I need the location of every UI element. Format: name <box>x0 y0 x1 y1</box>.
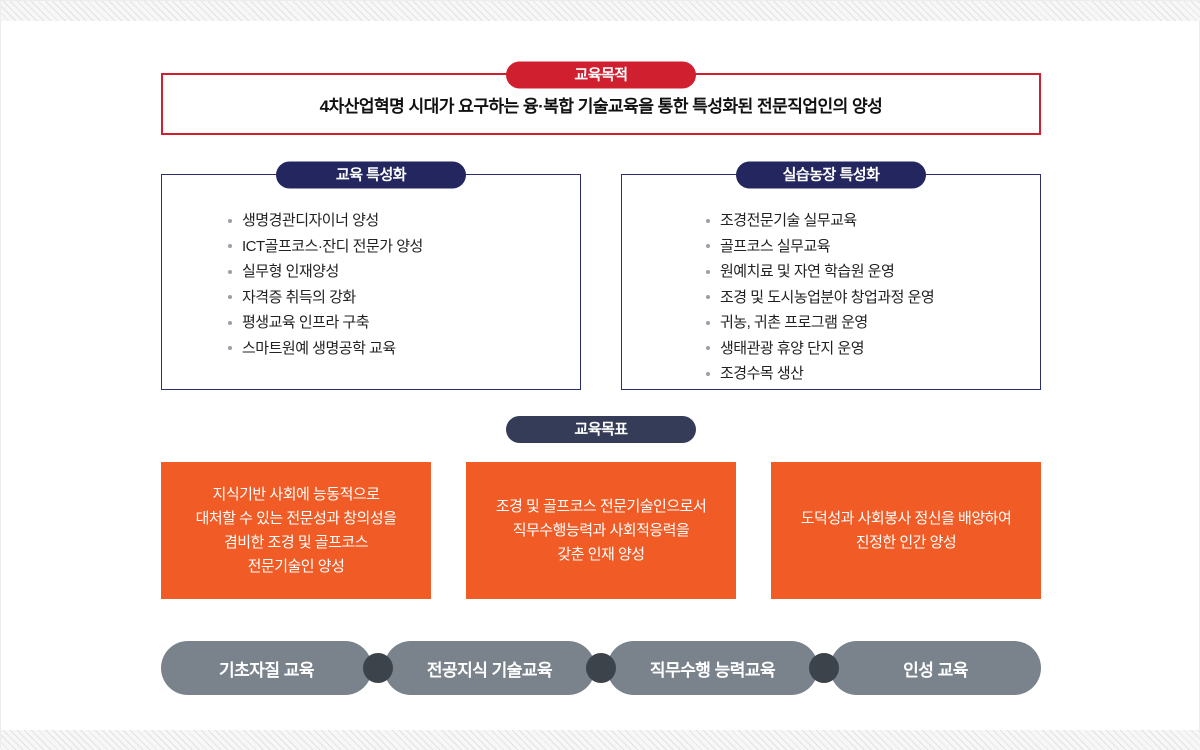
list-item: 조경 및 도시농업분야 창업과정 운영 <box>706 285 1040 311</box>
education-track-row: 기초자질 교육 전공지식 기술교육 직무수행 능력교육 인성 교육 <box>161 641 1041 695</box>
list-item: 자격증 취득의 강화 <box>228 285 580 311</box>
education-goal-badge-row: 교육목표 <box>161 416 1041 443</box>
education-purpose-box: 교육목적 4차산업혁명 시대가 요구하는 융·복합 기술교육을 통한 특성화된 … <box>161 61 1041 135</box>
list-item-label: 생명경관디자이너 양성 <box>242 212 379 229</box>
bullet-dot-icon <box>706 269 710 274</box>
list-item: 평생교육 인프라 구축 <box>228 310 580 336</box>
list-item-label: 조경전문기술 실무교육 <box>720 212 857 229</box>
bullet-dot-icon <box>228 269 232 274</box>
education-purpose-badge: 교육목적 <box>506 61 696 89</box>
bottom-hatch-border <box>1 730 1200 750</box>
bullet-dot-icon <box>706 346 710 351</box>
goal-card-1: 지식기반 사회에 능동적으로 대처할 수 있는 전문성과 창의성을 겸비한 조경… <box>161 462 431 599</box>
list-item-label: 조경수목 생산 <box>720 365 804 382</box>
education-purpose-title: 4차산업혁명 시대가 요구하는 융·복합 기술교육을 통한 특성화된 전문직업인… <box>319 96 883 116</box>
bullet-dot-icon <box>706 320 710 325</box>
bullet-dot-icon <box>706 295 710 300</box>
top-hatch-border <box>1 1 1200 21</box>
list-item: 귀농, 귀촌 프로그램 운영 <box>706 310 1040 336</box>
list-item-label: 원예치료 및 자연 학습원 운영 <box>720 263 895 280</box>
bullet-dot-icon <box>228 346 232 351</box>
track-pill-character-education: 인성 교육 <box>830 641 1041 695</box>
bullet-dot-icon <box>228 295 232 300</box>
track-pill-basic-aptitude: 기초자질 교육 <box>161 641 372 695</box>
list-item: 원예치료 및 자연 학습원 운영 <box>706 259 1040 285</box>
list-item: 생태관광 휴양 단지 운영 <box>706 336 1040 362</box>
list-item-label: 평생교육 인프라 구축 <box>242 314 370 331</box>
education-specialization-badge: 교육 특성화 <box>276 161 466 189</box>
education-goal-badge: 교육목표 <box>506 416 696 443</box>
track-connector-icon <box>363 641 393 695</box>
list-item-label: 실무형 인재양성 <box>242 263 339 280</box>
track-connector-icon <box>586 641 616 695</box>
list-item-label: 생태관광 휴양 단지 운영 <box>720 339 865 357</box>
bullet-dot-icon <box>228 320 232 325</box>
bullet-dot-icon <box>706 244 710 249</box>
bullet-dot-icon <box>228 244 232 249</box>
list-item: 스마트원예 생명공학 교육 <box>228 336 580 362</box>
content-area: 교육목적 4차산업혁명 시대가 요구하는 융·복합 기술교육을 통한 특성화된 … <box>1 21 1200 695</box>
bullet-dot-icon <box>228 218 232 223</box>
track-pill-major-knowledge: 전공지식 기술교육 <box>384 641 595 695</box>
list-item: 실무형 인재양성 <box>228 259 580 285</box>
list-item-label: 자격증 취득의 강화 <box>242 288 356 306</box>
bullet-dot-icon <box>706 218 710 223</box>
list-item: 골프코스 실무교육 <box>706 234 1040 260</box>
goal-card-2: 조경 및 골프코스 전문기술인으로서 직무수행능력과 사회적응력을 갖춘 인재 … <box>466 462 736 599</box>
list-item-label: 스마트원예 생명공학 교육 <box>242 339 396 357</box>
track-connector-icon <box>809 641 839 695</box>
practice-farm-specialization-badge: 실습농장 특성화 <box>736 161 926 189</box>
list-item-label: 조경 및 도시농업분야 창업과정 운영 <box>720 288 935 306</box>
goal-card-3: 도덕성과 사회봉사 정신을 배양하여 진정한 인간 양성 <box>771 462 1041 599</box>
list-item: 생명경관디자이너 양성 <box>228 208 580 234</box>
list-item: 조경수목 생산 <box>706 361 1040 387</box>
list-item: 조경전문기술 실무교육 <box>706 208 1040 234</box>
bullet-dot-icon <box>706 371 710 376</box>
track-pill-job-competency: 직무수행 능력교육 <box>607 641 818 695</box>
list-item-label: 귀농, 귀촌 프로그램 운영 <box>720 314 868 331</box>
list-item-label: ICT골프코스·잔디 전문가 양성 <box>242 237 423 255</box>
education-goal-cards: 지식기반 사회에 능동적으로 대처할 수 있는 전문성과 창의성을 겸비한 조경… <box>161 462 1041 599</box>
list-item-label: 골프코스 실무교육 <box>720 237 831 255</box>
list-item: ICT골프코스·잔디 전문가 양성 <box>228 234 580 260</box>
